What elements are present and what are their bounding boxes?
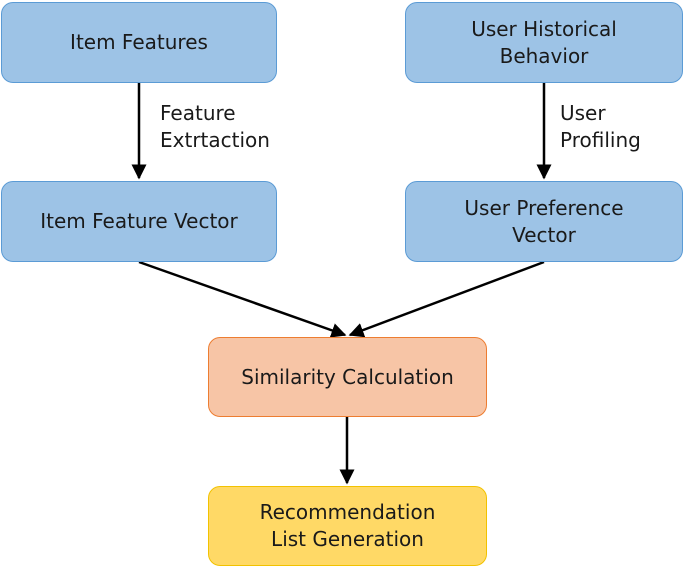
item-feature-vector-label: Item Feature Vector xyxy=(40,209,238,233)
arrow-user-preference-vector-to-similarity xyxy=(348,260,545,338)
feature-extraction-label: Feature Extrtaction xyxy=(160,101,270,152)
user-profiling-label: User Profiling xyxy=(560,101,641,152)
user-historical-behavior-label: User Historical Behavior xyxy=(471,16,617,68)
similarity-calculation-label: Similarity Calculation xyxy=(241,364,454,389)
arrow-item-feature-vector-to-similarity xyxy=(138,260,347,338)
recommendation-list-generation-label: Recommendation List Generation xyxy=(259,500,436,551)
item-feature-vector-node: Item Feature Vector xyxy=(1,181,277,262)
similarity-calculation-node: Similarity Calculation xyxy=(208,337,487,417)
item-features-label: Item Features xyxy=(70,30,208,54)
user-preference-vector-node: User Preference Vector xyxy=(405,181,683,262)
item-features-node: Item Features xyxy=(1,2,277,83)
user-preference-vector-label: User Preference Vector xyxy=(464,195,624,247)
user-historical-behavior-node: User Historical Behavior xyxy=(405,2,683,83)
recommendation-list-generation-node: Recommendation List Generation xyxy=(208,486,487,566)
